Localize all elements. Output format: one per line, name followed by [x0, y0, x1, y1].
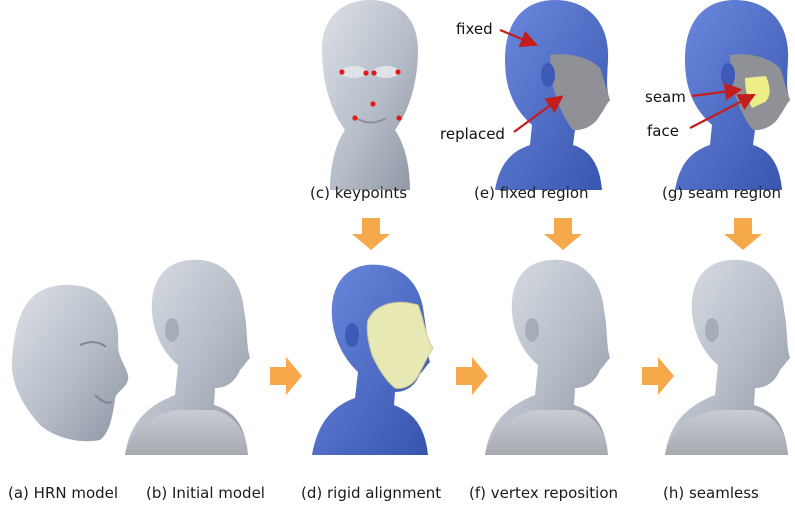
down-arrow-icon — [724, 218, 762, 250]
caption-e: (e) fixed region — [474, 184, 589, 202]
face-label: face — [647, 122, 679, 140]
right-arrow-icon — [456, 357, 488, 395]
initial-model-head — [125, 260, 250, 455]
down-arrow-icon — [544, 218, 582, 250]
seam-label: seam — [645, 88, 686, 106]
caption-f: (f) vertex reposition — [469, 484, 618, 502]
hrn-face-mask — [12, 285, 128, 441]
caption-d: (d) rigid alignment — [301, 484, 441, 502]
fixed-region-head — [495, 0, 610, 190]
keypoints-head — [322, 0, 418, 190]
caption-g: (g) seam region — [662, 184, 781, 202]
down-arrow-icon — [352, 218, 390, 250]
caption-h: (h) seamless — [663, 484, 759, 502]
caption-a: (a) HRN model — [8, 484, 118, 502]
rigid-alignment-head — [312, 265, 433, 455]
vertex-reposition-head — [485, 260, 610, 455]
fixed-label: fixed — [456, 20, 493, 38]
seamless-head — [665, 260, 790, 455]
right-arrow-icon — [642, 357, 674, 395]
caption-c: (c) keypoints — [310, 184, 407, 202]
replaced-label: replaced — [440, 125, 505, 143]
right-arrow-icon — [270, 357, 302, 395]
caption-b: (b) Initial model — [146, 484, 265, 502]
